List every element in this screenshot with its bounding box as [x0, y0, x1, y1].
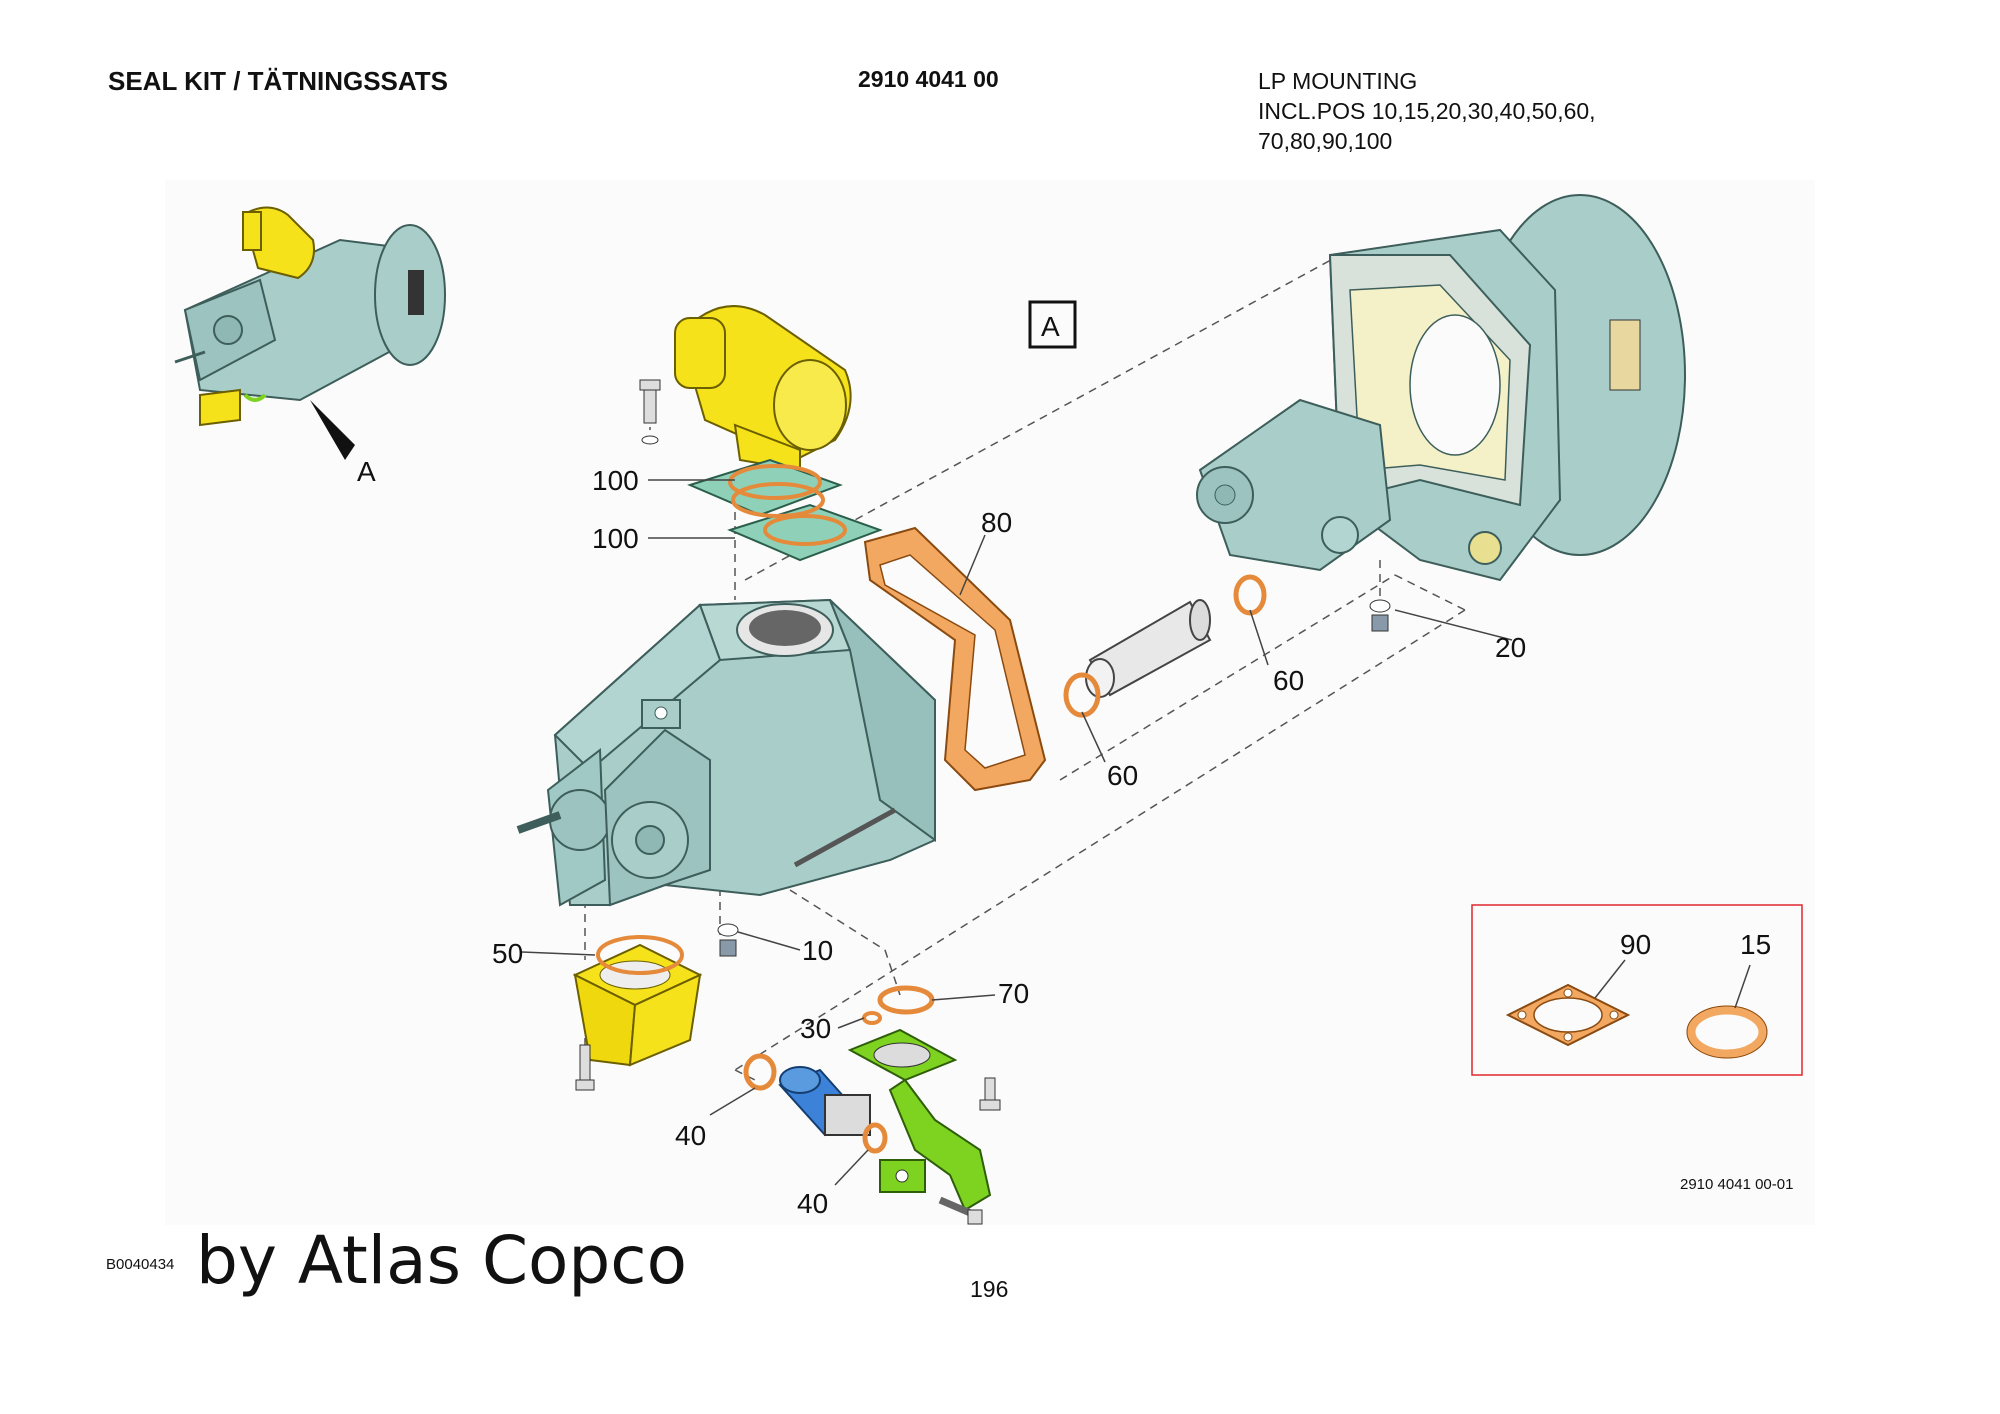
part-10-washer: [717, 923, 739, 937]
overview-shaft-boss: [213, 315, 243, 345]
sleeve-cylinder: [1085, 599, 1212, 698]
green-pipe-bracket: [847, 1028, 992, 1212]
overview-shaft: [174, 350, 206, 364]
callout-80: 80: [981, 507, 1012, 538]
callout-15: 15: [1740, 929, 1771, 960]
block-bolt: [575, 1044, 595, 1091]
tie-bolt: [793, 807, 897, 868]
part-15-seal-ring-outline: [1686, 1005, 1768, 1059]
callout-60-lower: 60: [1107, 760, 1138, 791]
overview-motor-cap: [242, 211, 262, 251]
callout-10: 10: [802, 935, 833, 966]
callout-leader-lines: [521, 479, 1513, 1186]
part-10-plug: [719, 939, 737, 957]
gearbox-drain-port: [1468, 531, 1502, 565]
blue-valve: [778, 1066, 871, 1137]
motor-terminal-box: [674, 317, 726, 389]
overview-nameplate: [408, 270, 424, 315]
callout-15-leader: [1734, 964, 1751, 1009]
part-40-oring-left: [743, 1053, 777, 1091]
callout-40-right: 40: [797, 1188, 828, 1219]
document-id: B0040434: [106, 1256, 175, 1273]
view-marker-box: [1028, 300, 1077, 349]
yellow-block: [572, 943, 703, 1067]
housing-lug-hole: [654, 706, 668, 720]
gearbox-bore: [1409, 314, 1501, 456]
callout-70: 70: [998, 978, 1029, 1009]
part-90-gasket-hole: [1563, 988, 1573, 998]
overview-thumbnail: A: [174, 206, 446, 487]
housing-bore-shadow: [749, 610, 821, 646]
callout-90-leader: [1594, 959, 1626, 999]
part-15-seal-ring: [1686, 1005, 1768, 1059]
gearbox-pump-shaft: [1214, 484, 1236, 506]
page-title: SEAL KIT / TÄTNINGSSATS: [108, 66, 448, 96]
description-line: INCL.POS 10,15,20,30,40,50,60,: [1258, 98, 1596, 124]
callout-50: 50: [492, 938, 523, 969]
overview-view-arrow: [310, 400, 355, 460]
callout-100-upper: 100: [592, 465, 639, 496]
front-cover-boss: [549, 789, 611, 851]
kit-box-border: [1471, 904, 1803, 1076]
overview-view-label: A: [357, 456, 376, 487]
part-100-gaskets: [687, 458, 883, 562]
brand-watermark: by Atlas Copco: [196, 1222, 687, 1299]
pipe-bolt: [938, 1196, 983, 1225]
bracket-bolt: [979, 1077, 1001, 1111]
view-marker-label: A: [1041, 311, 1060, 342]
callout-90: 90: [1620, 929, 1651, 960]
callout-100-lower: 100: [592, 523, 639, 554]
overview-bottom-block: [199, 388, 241, 427]
gearbox-nameplate: [1609, 319, 1641, 391]
callout-60-upper: 60: [1273, 665, 1304, 696]
gearbox-housing: [1196, 194, 1686, 582]
part-number: 2910 4041 00: [858, 66, 999, 92]
gear-cover-center: [635, 825, 665, 855]
page-number: 196: [970, 1276, 1009, 1302]
part-60-oring-lower: [1063, 672, 1101, 718]
part-90-gasket-hole: [1609, 1010, 1619, 1020]
motor-end-cap: [773, 359, 847, 451]
motor-assembly: [674, 305, 852, 472]
callout-30: 30: [800, 1013, 831, 1044]
part-90-gasket-hole: [1563, 1032, 1573, 1042]
drive-shaft: [516, 811, 562, 834]
figure-code: 2910 4041 00-01: [1680, 1176, 1794, 1193]
part-80-gasket: [863, 526, 1047, 792]
gearbox-port: [1321, 516, 1359, 554]
description-line: 70,80,90,100: [1258, 128, 1393, 154]
callout-40-left: 40: [675, 1120, 706, 1151]
part-50-oring: [596, 935, 684, 975]
part-90-gasket-hole: [1517, 1010, 1527, 1020]
compressor-housing: [516, 598, 936, 907]
kit-description: LP MOUNTING INCL.POS 10,15,20,30,40,50,6…: [1258, 66, 1596, 156]
part-20-plug: [1371, 614, 1389, 632]
description-line: LP MOUNTING: [1258, 68, 1418, 94]
motor-bolt: [639, 379, 661, 445]
part-60-oring-upper: [1233, 574, 1267, 616]
part-20-washer: [1369, 599, 1391, 613]
kit-parts-box: 90 15: [1471, 904, 1803, 1076]
part-40-oring-right: [862, 1122, 888, 1154]
part-90-gasket-bore: [1533, 997, 1603, 1033]
overview-pipe: [243, 393, 267, 402]
callout-20: 20: [1495, 632, 1526, 663]
